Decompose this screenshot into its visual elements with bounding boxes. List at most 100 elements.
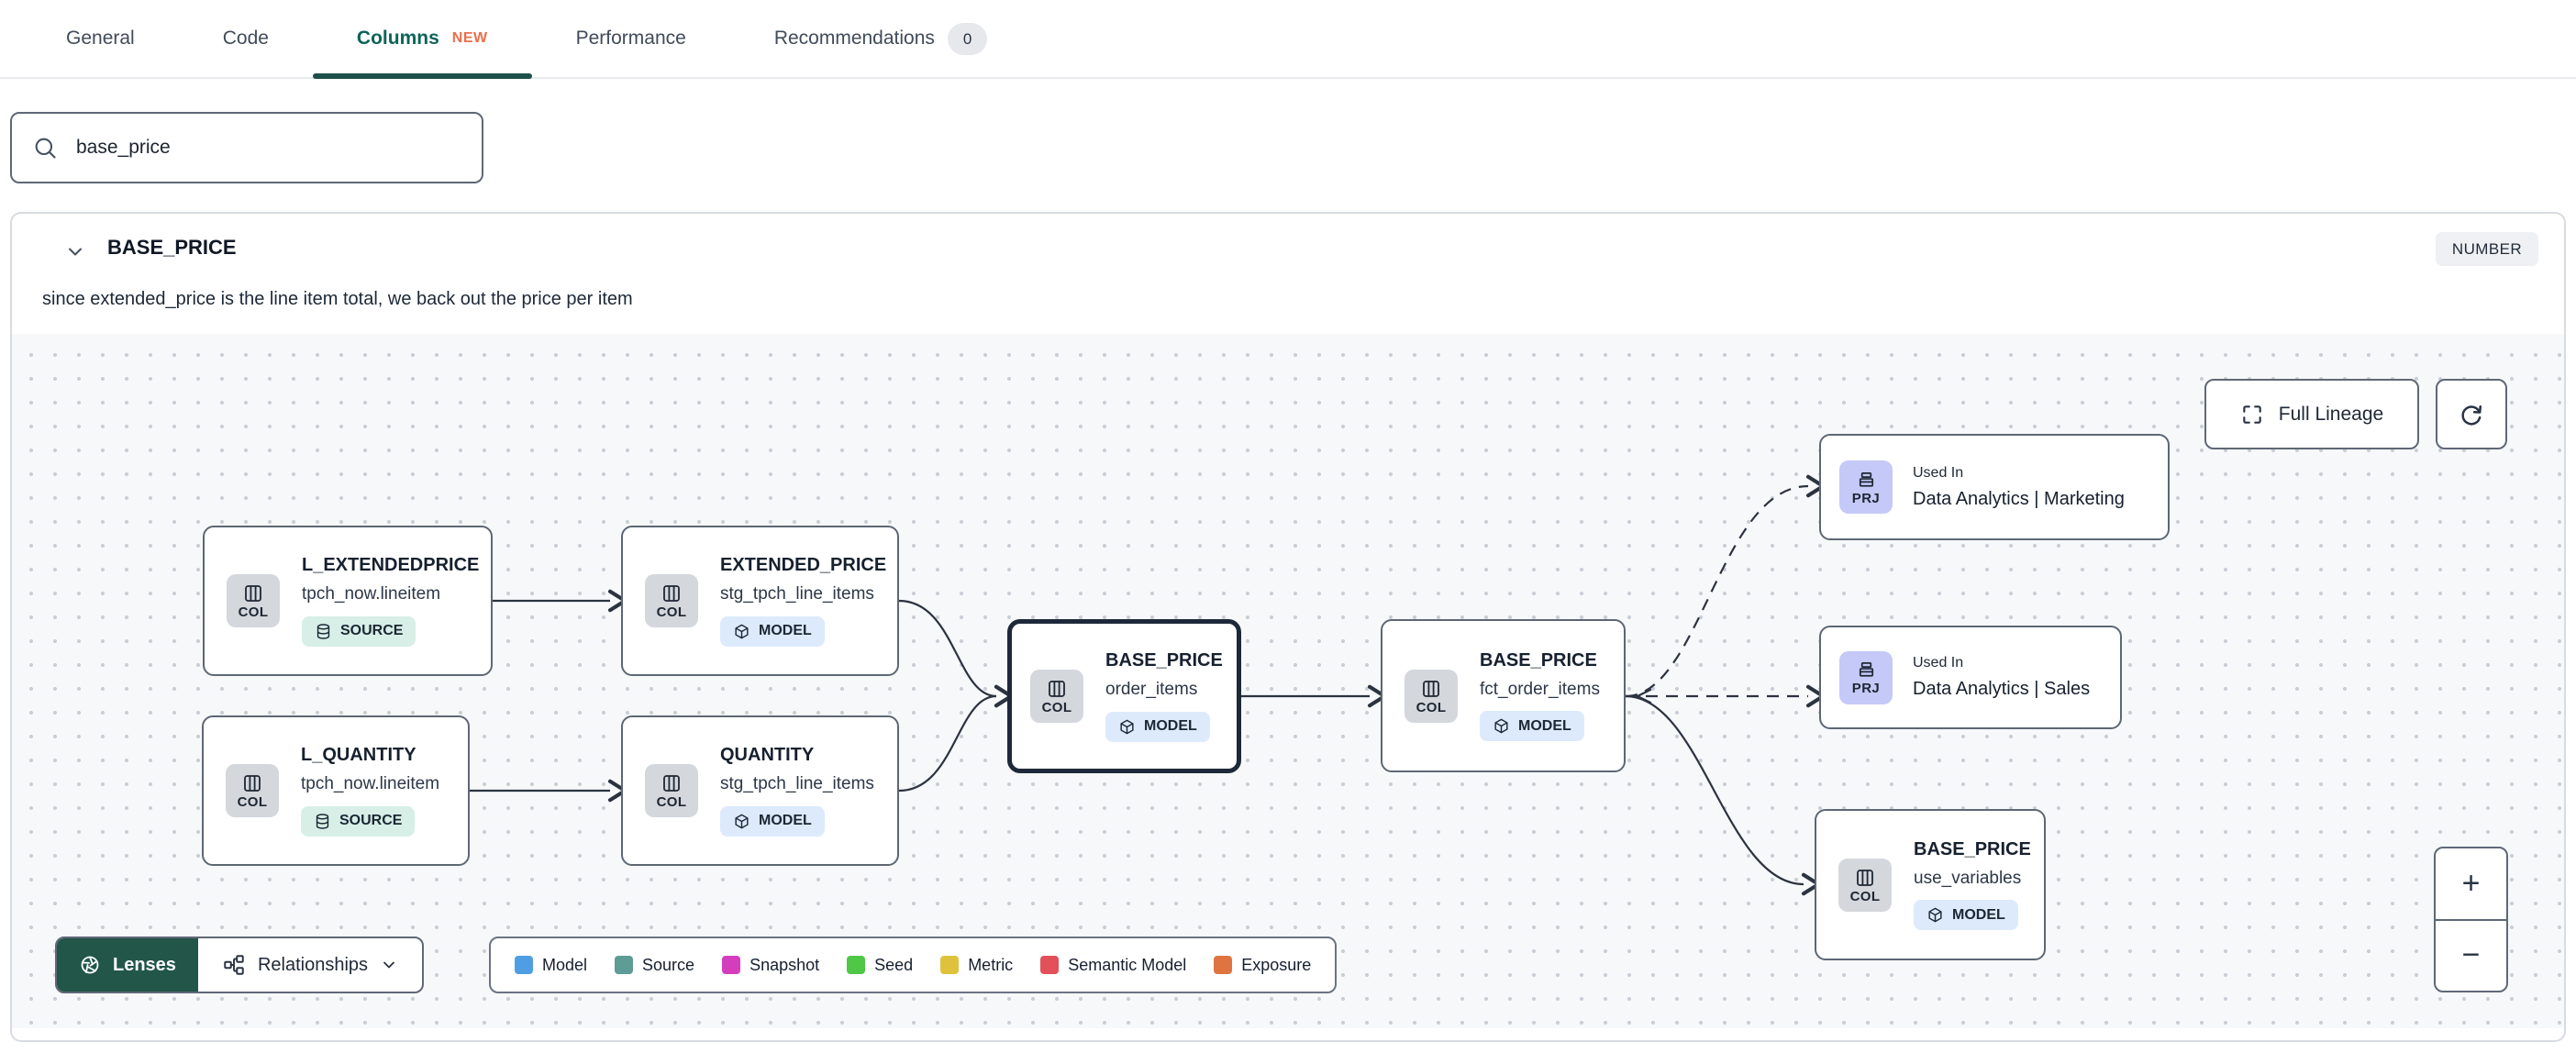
zoom-out-button[interactable]: − xyxy=(2461,937,2481,973)
database-icon xyxy=(316,624,330,639)
lineage-node-used-in-marketing[interactable]: PRJ Used In Data Analytics | Marketing xyxy=(1819,434,2170,540)
lineage-node-quantity[interactable]: COL QUANTITY stg_tpch_line_items MODEL xyxy=(621,715,899,866)
lineage-node-l-quantity[interactable]: COL L_QUANTITY tpch_now.lineitem SOURCE xyxy=(202,715,470,866)
collapse-chevron-icon[interactable] xyxy=(56,232,94,271)
node-title: QUANTITY xyxy=(720,745,815,766)
node-subtitle: use_variables xyxy=(1914,868,2022,888)
node-subtitle: order_items xyxy=(1105,680,1198,700)
legend-swatch xyxy=(1214,956,1233,974)
columns-icon xyxy=(1423,680,1439,697)
database-icon xyxy=(316,814,329,829)
resource-type-badge: MODEL xyxy=(1914,900,2018,931)
tab-bar: General Code Columns NEW Performance Rec… xyxy=(0,0,2576,79)
node-title: Data Analytics | Marketing xyxy=(1913,488,2125,509)
chevron-down-icon xyxy=(383,961,394,969)
tab-columns-label: Columns xyxy=(356,28,439,49)
node-title: Data Analytics | Sales xyxy=(1913,679,2091,699)
legend-swatch xyxy=(722,956,741,974)
tab-recommendations[interactable]: Recommendations 0 xyxy=(730,0,1032,77)
column-panel: BASE_PRICE NUMBER since extended_price i… xyxy=(10,212,2566,1042)
recommendations-count-badge: 0 xyxy=(947,22,988,55)
tab-code-label: Code xyxy=(222,28,269,49)
legend-swatch xyxy=(847,956,866,974)
project-kind-badge: PRJ xyxy=(1839,460,1893,514)
tab-performance[interactable]: Performance xyxy=(532,0,730,77)
column-kind-badge: COL xyxy=(1405,669,1458,723)
legend-swatch xyxy=(515,956,533,974)
legend-item-source: Source xyxy=(615,956,694,975)
resource-type-badge: MODEL xyxy=(720,805,825,837)
legend-swatch xyxy=(940,956,960,974)
resource-type-badge: SOURCE xyxy=(301,805,416,837)
model-cube-icon xyxy=(735,624,749,639)
lineage-toolbar: Lenses Relationships xyxy=(55,937,425,993)
resource-type-badge: SOURCE xyxy=(302,615,416,647)
full-lineage-button[interactable]: Full Lineage xyxy=(2204,379,2419,449)
new-badge: NEW xyxy=(451,30,488,46)
lineage-node-used-in-sales[interactable]: PRJ Used In Data Analytics | Sales xyxy=(1819,626,2122,729)
resource-type-badge: MODEL xyxy=(720,615,825,647)
node-title: L_QUANTITY xyxy=(301,745,416,766)
project-stack-icon xyxy=(1859,471,1873,487)
model-cube-icon xyxy=(1928,908,1942,923)
model-cube-icon xyxy=(1120,719,1134,735)
lineage-node-base-price-use-variables[interactable]: COL BASE_PRICE use_variables MODEL xyxy=(1815,809,2046,960)
tab-general-label: General xyxy=(66,28,135,49)
tab-code[interactable]: Code xyxy=(179,0,313,77)
relationships-icon xyxy=(224,955,244,975)
resource-type-badge: MODEL xyxy=(1480,711,1584,742)
columns-icon xyxy=(663,585,680,602)
relationships-dropdown[interactable]: Relationships xyxy=(198,938,422,992)
column-kind-badge: COL xyxy=(1030,670,1083,723)
legend-item-model: Model xyxy=(515,956,587,975)
node-title: L_EXTENDEDPRICE xyxy=(302,555,480,576)
legend-item-snapshot: Snapshot xyxy=(722,956,819,975)
node-title: BASE_PRICE xyxy=(1105,650,1223,671)
edge-quantity-baseprice xyxy=(898,684,1014,793)
node-title: BASE_PRICE xyxy=(1914,838,2031,859)
tabs: General Code Columns NEW Performance Rec… xyxy=(22,0,1032,79)
columns-icon xyxy=(245,585,261,602)
node-subtitle: tpch_now.lineitem xyxy=(301,774,440,794)
node-title: EXTENDED_PRICE xyxy=(720,555,887,576)
project-stack-icon xyxy=(1859,661,1873,677)
zoom-in-button[interactable]: + xyxy=(2436,848,2506,921)
column-search xyxy=(10,112,483,183)
refresh-button[interactable] xyxy=(2436,379,2507,449)
search-icon xyxy=(32,135,58,161)
lineage-node-base-price-fct-order-items[interactable]: COL BASE_PRICE fct_order_items MODEL xyxy=(1381,619,1626,772)
node-subtitle: stg_tpch_line_items xyxy=(720,774,874,794)
tab-recommendations-label: Recommendations xyxy=(773,28,935,49)
tab-performance-label: Performance xyxy=(575,28,686,49)
zoom-control: + − xyxy=(2434,847,2508,992)
lineage-node-l-extendedprice[interactable]: COL L_EXTENDEDPRICE tpch_now.lineitem SO… xyxy=(203,526,493,676)
search-input[interactable] xyxy=(74,136,461,160)
tab-columns[interactable]: Columns NEW xyxy=(312,0,532,79)
project-kind-badge: PRJ xyxy=(1839,650,1893,704)
edge-back-arrow xyxy=(1636,688,1652,704)
legend-item-seed: Seed xyxy=(847,956,913,975)
edge-fct-marketing xyxy=(1625,474,1826,698)
column-panel-header: BASE_PRICE NUMBER since extended_price i… xyxy=(12,214,2564,334)
node-subtitle: stg_tpch_line_items xyxy=(720,584,874,604)
column-kind-badge: COL xyxy=(1838,858,1892,912)
lineage-node-base-price-order-items[interactable]: COL BASE_PRICE order_items MODEL xyxy=(1007,619,1241,773)
lenses-button[interactable]: Lenses xyxy=(57,938,198,992)
legend-item-exposure: Exposure xyxy=(1214,956,1311,975)
legend-item-semantic-model: Semantic Model xyxy=(1040,956,1186,975)
tab-general[interactable]: General xyxy=(22,0,179,77)
lineage-node-extended-price[interactable]: COL EXTENDED_PRICE stg_tpch_line_items M… xyxy=(621,526,899,676)
node-subtitle: fct_order_items xyxy=(1480,679,1600,699)
lineage-canvas[interactable]: COL L_EXTENDEDPRICE tpch_now.lineitem SO… xyxy=(12,334,2564,1028)
column-kind-badge: COL xyxy=(645,764,698,817)
columns-icon xyxy=(1049,681,1065,697)
legend-swatch xyxy=(615,956,634,974)
expand-icon xyxy=(2243,405,2261,424)
column-description: since extended_price is the line item to… xyxy=(42,289,633,309)
used-in-label: Used In xyxy=(1913,464,1964,481)
lineage-edges xyxy=(470,474,1826,896)
node-title: BASE_PRICE xyxy=(1480,649,1597,671)
column-kind-badge: COL xyxy=(645,574,698,627)
legend-swatch xyxy=(1040,956,1060,974)
model-cube-icon xyxy=(735,814,749,829)
